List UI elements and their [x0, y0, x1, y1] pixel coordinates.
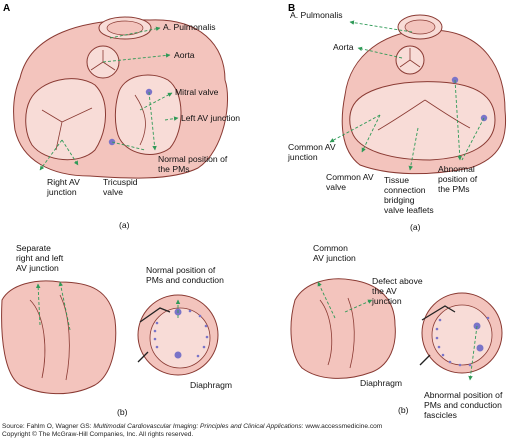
panel-letter-a: A [3, 3, 10, 14]
arrows-b-bottom [317, 281, 478, 381]
arrows-a-top [39, 26, 179, 171]
caption-a-bottom: (b) [117, 407, 128, 417]
label-a-right-av-2: junction [46, 187, 77, 197]
label-b-abnormal-3: the PMs [438, 184, 470, 194]
arrows-b-top [329, 20, 485, 171]
label-a-separate-3: AV junction [16, 263, 59, 273]
label-a-aorta: Aorta [174, 50, 195, 60]
label-b-abnormal-2: PMs and conduction [424, 400, 502, 410]
label-a-separate-1: Separate [16, 243, 51, 253]
source-footer: Source: Fahlm O, Wagner GS: Multimodal C… [2, 423, 518, 440]
label-b-common-2: AV junction [313, 253, 356, 263]
label-a-right-av-1: Right AV [47, 177, 80, 187]
label-b-common-junction-1: Common AV [288, 142, 336, 152]
label-b-common-valve-1: Common AV [326, 172, 374, 182]
label-a-separate-2: right and left [16, 253, 64, 263]
label-a-normal-pos-2: PMs and conduction [146, 275, 224, 285]
label-b-diaphragm: Diaphragm [360, 378, 402, 388]
source-prefix: Source: Fahlm O, Wagner GS: [2, 423, 94, 430]
heart-b-top-illustration [341, 14, 507, 175]
label-b-abnormal-2: position of [438, 174, 478, 184]
panel-letter-b: B [288, 3, 295, 14]
heart-b-bottom-illustration [290, 278, 503, 379]
label-b-tissue-1: Tissue [384, 175, 409, 185]
label-b-defect-3: junction [371, 296, 402, 306]
caption-a-top: (a) [119, 220, 130, 230]
label-b-common-valve-2: valve [326, 182, 346, 192]
caption-b-bottom: (b) [398, 405, 409, 415]
label-b-abnormal-1: Abnormal [438, 164, 475, 174]
label-a-tricuspid-2: valve [103, 187, 123, 197]
label-b-defect-1: Defect above [372, 276, 423, 286]
caption-b-top: (a) [410, 222, 421, 232]
label-b-abnormal-3: fascicles [424, 410, 457, 420]
source-line: Source: Fahlm O, Wagner GS: Multimodal C… [2, 423, 518, 431]
source-title: Multimodal Cardiovascular Imaging: Princ… [93, 423, 302, 430]
label-a-pulmonalis: A. Pulmonalis [163, 22, 216, 32]
label-b-tissue-2: connection [384, 185, 426, 195]
label-b-tissue-4: valve leaflets [384, 205, 434, 215]
arrows-a-bottom [35, 281, 181, 331]
label-b-common-1: Common [313, 243, 348, 253]
label-a-normal-pms-2: the PMs [158, 164, 190, 174]
heart-a-bottom-illustration [1, 280, 219, 395]
label-a-left-av: Left AV junction [181, 113, 240, 123]
label-a-mitral: Mitral valve [175, 87, 219, 97]
copyright-line: Copyright © The McGraw-Hill Companies, I… [2, 431, 194, 439]
label-b-abnormal-1: Abnormal position of [424, 390, 503, 400]
label-b-defect-2: the AV [372, 286, 397, 296]
label-a-normal-pms-1: Normal position of [158, 154, 228, 164]
label-b-tissue-3: bridging [384, 195, 415, 205]
label-b-pulmonalis: A. Pulmonalis [290, 10, 343, 20]
label-a-tricuspid-1: Tricuspid [103, 177, 138, 187]
source-suffix: : www.accessmedicine.com [301, 423, 383, 430]
label-b-aorta: Aorta [333, 42, 354, 52]
label-b-common-junction-2: junction [287, 152, 318, 162]
label-a-diaphragm: Diaphragm [190, 380, 232, 390]
label-a-normal-pos-1: Normal position of [146, 265, 216, 275]
